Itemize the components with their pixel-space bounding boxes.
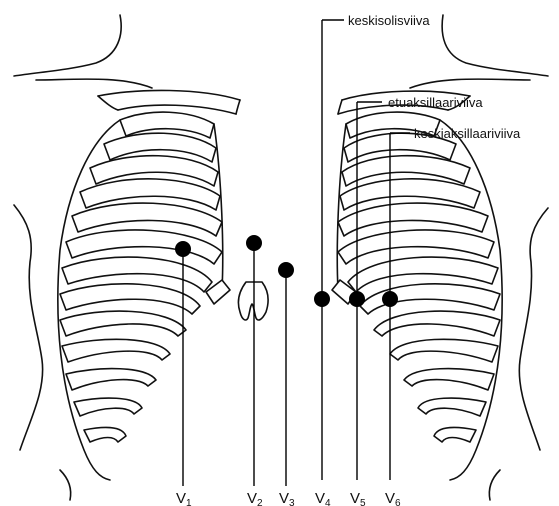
electrode-v3 xyxy=(278,262,294,278)
v3-label: V3 xyxy=(279,490,295,506)
v1-label: V1 xyxy=(176,490,192,506)
electrode-v4 xyxy=(314,291,330,307)
v4-label: V4 xyxy=(315,490,331,506)
v5-label: V5 xyxy=(350,490,366,506)
electrode-v6 xyxy=(382,291,398,307)
label-mid-axillary: keskiaksillaariviiva xyxy=(414,126,521,141)
label-midclavicular: keskisolisviiva xyxy=(348,13,430,28)
left-ribs xyxy=(58,112,222,480)
label-anterior-axillary: etuaksillaariviiva xyxy=(388,95,483,110)
electrode-labels: V1 V2 V3 V4 V5 V6 xyxy=(176,490,401,506)
electrode-v5 xyxy=(349,291,365,307)
electrode-v1 xyxy=(175,241,191,257)
electrode-v2 xyxy=(246,235,262,251)
torso-outline xyxy=(14,15,548,500)
sternum xyxy=(206,124,356,320)
v2-label: V2 xyxy=(247,490,263,506)
v6-label: V6 xyxy=(385,490,401,506)
